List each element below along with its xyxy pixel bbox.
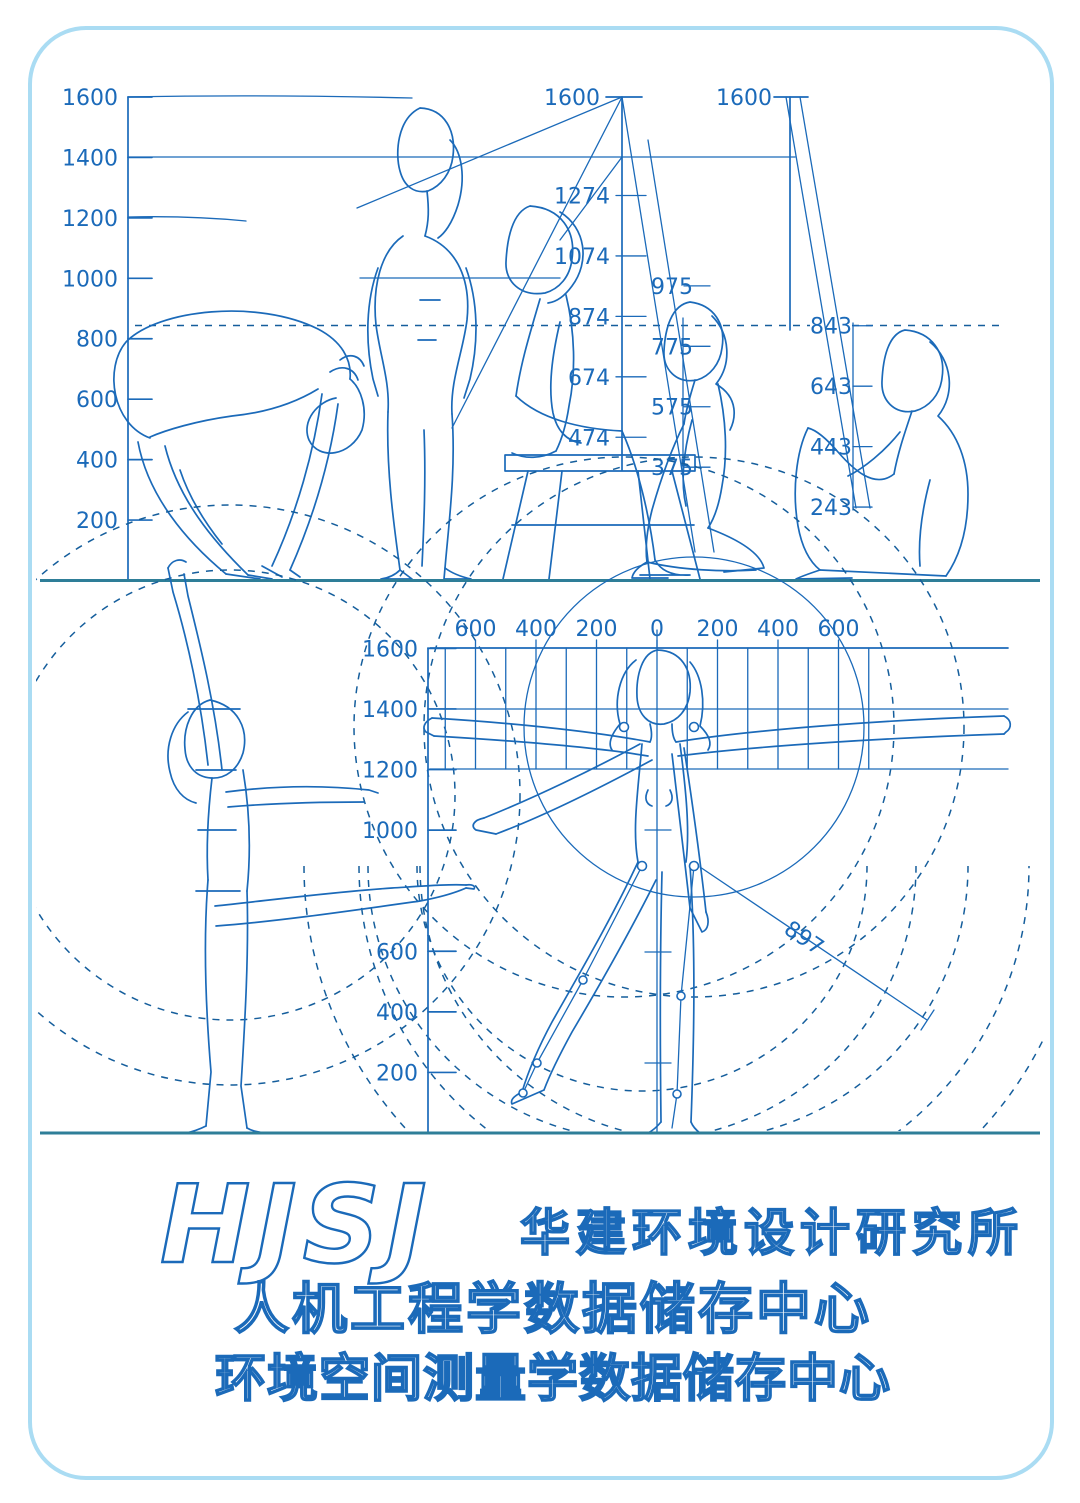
tick-label: 1600 xyxy=(62,86,118,111)
figure-vitruvian-woman xyxy=(423,649,1012,1134)
stool xyxy=(502,454,701,580)
bottom-left-axis-labels: 1600 1400 1200 1000 600 400 200 xyxy=(362,637,457,1086)
diagonal-measurement-label: 897 xyxy=(779,917,828,961)
tick-label: 1400 xyxy=(62,146,118,171)
tick-label: 200 xyxy=(376,1061,418,1086)
tick-label: 243 xyxy=(810,496,852,521)
reach-arcs xyxy=(36,456,1044,1131)
tick-label: 400 xyxy=(76,449,118,474)
tick-label: 1600 xyxy=(362,637,418,662)
tick-label: 843 xyxy=(810,315,852,340)
footer-line2-text: 人机工程学数据储存中心 xyxy=(234,1277,872,1341)
logo-hjsj: HJSJ xyxy=(160,1163,433,1288)
tick-label: 775 xyxy=(651,335,693,360)
tick-label: 443 xyxy=(810,436,852,461)
solid-reach-circle xyxy=(523,556,865,898)
tick-label: 674 xyxy=(568,366,610,391)
tick-label: 400 xyxy=(515,617,557,642)
tick-label: 375 xyxy=(651,456,693,481)
figure-floor-sitting-woman xyxy=(794,329,969,580)
tick-label: 874 xyxy=(568,305,610,330)
top-left-axis-labels: 1600 1400 1200 1000 800 600 400 200 xyxy=(62,86,153,534)
tick-label: 1200 xyxy=(362,759,418,784)
figure-bending-woman xyxy=(113,310,366,580)
tick-label: 1200 xyxy=(62,207,118,232)
tick-label: 800 xyxy=(76,328,118,353)
tick-label: 200 xyxy=(576,617,618,642)
tick-label: 474 xyxy=(568,426,610,451)
tick-label: 200 xyxy=(697,617,739,642)
tick-label: 1000 xyxy=(362,819,418,844)
footer: HJSJ 华建环境设计研究所 人机工程学数据储存中心 环境空间测量学数据储存中心 xyxy=(159,1162,1024,1410)
tick-label: 1274 xyxy=(554,184,610,209)
ladder2-labels: 843 643 443 243 xyxy=(810,315,873,521)
center-axis-ticks xyxy=(644,829,672,1064)
tick-label: 200 xyxy=(76,509,118,534)
guide-1600 xyxy=(127,95,413,99)
tick-label: 600 xyxy=(818,617,860,642)
org-name-text: 华建环境设计研究所 xyxy=(520,1204,1024,1262)
tick-label: 975 xyxy=(651,275,693,300)
figure-standing-woman xyxy=(367,107,477,580)
skeleton-lines xyxy=(518,721,700,1129)
tick-label: 400 xyxy=(376,1001,418,1026)
tick-label: 600 xyxy=(76,388,118,413)
tick-label: 1000 xyxy=(62,267,118,292)
figure-kneeling-woman xyxy=(631,301,765,579)
tick-label: 643 xyxy=(810,375,852,400)
figure-profile-arm-raised xyxy=(167,559,476,1134)
tick-label: 1400 xyxy=(362,698,418,723)
ladder1-apex-label: 1600 xyxy=(544,86,600,111)
guide-1200 xyxy=(127,215,247,222)
footer-line3-text: 环境空间测量学数据储存中心 xyxy=(215,1350,891,1409)
tick-label: 600 xyxy=(455,617,497,642)
tick-label: 400 xyxy=(757,617,799,642)
tick-label: 600 xyxy=(376,940,418,965)
dimension-ladder-2: 843 643 443 243 1600 xyxy=(716,86,873,521)
ladder2-apex-label: 1600 xyxy=(716,86,772,111)
